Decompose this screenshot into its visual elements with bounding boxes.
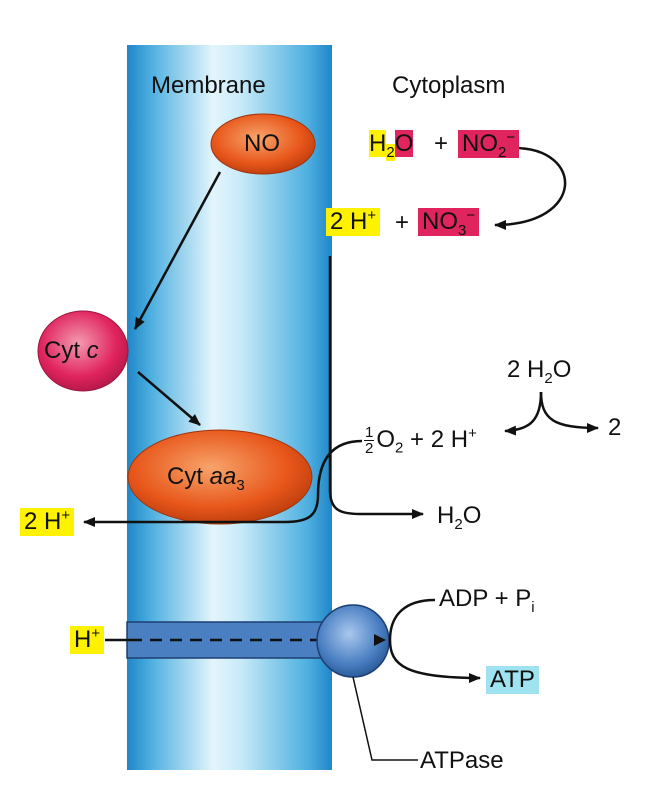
- plus-1: +: [434, 130, 449, 157]
- nitrate-text: NO: [422, 208, 458, 235]
- atp-label: ATP: [486, 666, 539, 694]
- proton-channel-label: H+: [70, 625, 105, 654]
- proton-top-label: 2 H+: [326, 207, 381, 236]
- arrow-water-to-proton: [504, 391, 543, 436]
- half-num: 1: [364, 424, 375, 441]
- oxygen-rest-sup: +: [468, 424, 477, 442]
- arrow-cytc-to-aa3: [137, 371, 201, 426]
- nitrite-label: NO2−: [458, 129, 520, 161]
- half-den: 2: [365, 440, 374, 457]
- atpase-label: ATPase: [420, 747, 504, 774]
- cyt-c-prefix: Cyt: [44, 337, 80, 364]
- water-top: H2O: [367, 130, 415, 161]
- cyt-aa3-prefix: Cyt: [167, 463, 203, 490]
- adp-sub: i: [531, 598, 535, 616]
- cyt-c-ellipse: [37, 310, 129, 392]
- proton-channel-arrowhead: [374, 634, 386, 646]
- water-bottom-label: H2O: [437, 502, 482, 532]
- water-bottom-o: O: [462, 502, 482, 529]
- proton-left-text: 2 H: [24, 508, 62, 535]
- no-label: NO: [244, 130, 280, 157]
- cyt-aa3-label: Cyt aa3: [167, 463, 245, 493]
- proton-left-sup: +: [61, 507, 71, 524]
- nitrite-text: NO: [462, 130, 498, 157]
- water-top-o: O: [394, 130, 414, 157]
- two-right-label: 2: [608, 414, 622, 441]
- two-water-sub: 2: [544, 369, 553, 387]
- nitrite-sup: −: [506, 129, 516, 146]
- nitrate-sub: 3: [458, 221, 467, 239]
- arrow-proton-to-water: [328, 256, 424, 519]
- proton-channel-text: H: [74, 626, 92, 653]
- oxygen-text: O: [376, 425, 396, 453]
- water-bottom-h: H: [437, 502, 455, 529]
- two-water-o: O: [552, 356, 572, 383]
- proton-channel-sup: +: [91, 625, 101, 642]
- arrow-oxygen-to-proton-left: [83, 439, 363, 527]
- cyt-aa3-italic: aa: [209, 463, 237, 490]
- nitrate-label: NO3−: [418, 207, 480, 239]
- proton-left-label: 2 H+: [20, 507, 75, 536]
- arrow-no-to-cytc: [133, 171, 222, 330]
- water-top-sub: 2: [386, 143, 395, 161]
- nitrate-sup: −: [466, 207, 476, 224]
- oxygen-sub: 2: [395, 439, 404, 457]
- no-ellipse: [210, 113, 316, 175]
- nitrite-sub: 2: [498, 143, 507, 161]
- cyt-aa3-sub: 3: [236, 476, 245, 494]
- cyt-aa3-ellipse: [127, 429, 313, 525]
- two-water-label: 2 H2O: [507, 356, 572, 386]
- plus-2: +: [395, 209, 410, 236]
- cyt-c-italic: c: [86, 337, 99, 364]
- membrane-label: Membrane: [151, 72, 266, 99]
- proton-top-text: 2 H: [330, 208, 368, 235]
- arrow-adp-to-atp: [388, 598, 481, 683]
- two-water-text: 2 H: [507, 356, 545, 383]
- water-top-h: H: [369, 130, 387, 157]
- proton-top-sup: +: [367, 207, 377, 224]
- adp-label: ADP + Pi: [439, 585, 535, 615]
- cytoplasm-label: Cytoplasm: [392, 72, 506, 99]
- adp-text: ADP + P: [439, 585, 532, 612]
- arrow-water-to-two: [539, 391, 599, 433]
- cyt-c-label: Cyt c: [44, 339, 99, 363]
- water-bottom-sub: 2: [454, 515, 463, 533]
- arrow-no2-to-no3: [494, 146, 567, 230]
- oxygen-rest: + 2 H: [403, 425, 469, 453]
- atpase-leader: [352, 676, 418, 761]
